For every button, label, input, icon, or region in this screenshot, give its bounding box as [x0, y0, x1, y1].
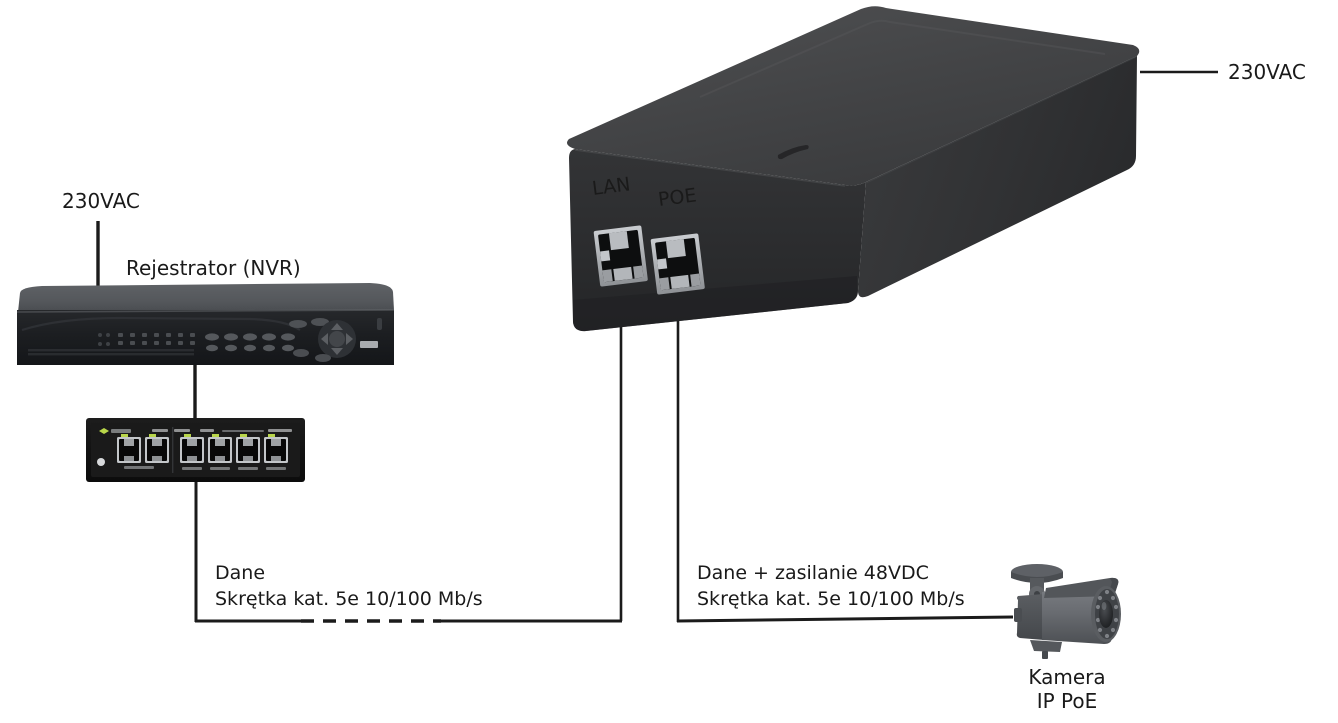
- injector-top-face: [567, 6, 1140, 186]
- poe-injector-device: LAN POE: [567, 6, 1140, 332]
- nvr-power-indicator: [377, 318, 382, 330]
- label-camera-line2: IP PoE: [1037, 689, 1098, 713]
- label-nvr-title: Rejestrator (NVR): [126, 256, 301, 280]
- nvr-aux-buttons: [293, 349, 331, 362]
- ip-camera-device: [1011, 564, 1121, 659]
- nvr-button-row-right: [205, 333, 295, 352]
- label-link-left-line2: Skrętka kat. 5e 10/100 Mb/s: [215, 588, 483, 610]
- label-nvr-mains: 230VAC: [62, 189, 140, 213]
- nvr-top-panel: [18, 283, 394, 312]
- camera-mount-base-side: [1011, 572, 1063, 583]
- camera-cable-gland: [1014, 608, 1022, 622]
- switch-poe-ports[interactable]: [180, 434, 288, 463]
- switch-uplink-label: [124, 466, 154, 469]
- injector-port-label-lan: LAN: [591, 173, 632, 200]
- camera-lens-glint: [1101, 602, 1107, 610]
- label-link-left-line1: Dane: [215, 562, 265, 584]
- switch-uplink-ports[interactable]: [117, 434, 169, 463]
- nvr-front-groove: [21, 316, 301, 332]
- nvr-bevel: [16, 309, 395, 313]
- cable-poe-run: [676, 615, 1014, 623]
- label-camera-line1: Kamera: [1028, 665, 1105, 689]
- injector-seam: [574, 149, 846, 187]
- diagram-text-labels: 230VAC 230VAC Rejestrator (NVR) Dane Skr…: [62, 60, 1306, 713]
- rj45-port-lan[interactable]: [593, 225, 648, 287]
- rj45-port-poe[interactable]: [650, 233, 705, 295]
- nvr-vent-grille: [28, 349, 194, 356]
- nvr-device: [16, 283, 395, 365]
- label-injector-mains: 230VAC: [1228, 60, 1306, 84]
- nvr-indicator-lights: [98, 333, 110, 346]
- camera-bottom-bracket: [1030, 640, 1062, 652]
- switch-section-divider: [172, 427, 174, 473]
- switch-silkscreen: [152, 429, 292, 432]
- connection-lines: [96, 70, 1218, 623]
- injector-right-face: [858, 56, 1137, 298]
- injector-front-band: [573, 276, 857, 332]
- camera-rear-housing: [1016, 594, 1044, 640]
- switch-reset-button[interactable]: [97, 458, 105, 466]
- camera-bottom-screw: [1042, 651, 1048, 659]
- camera-lens: [1099, 600, 1113, 628]
- injector-seam-right: [865, 56, 1137, 184]
- camera-ir-leds: [1095, 589, 1119, 639]
- status-led-icon: [777, 145, 809, 160]
- label-link-right-line2: Skrętka kat. 5e 10/100 Mb/s: [697, 588, 965, 610]
- nvr-navigation-pad[interactable]: [318, 320, 356, 358]
- switch-port-numbers: [182, 467, 286, 470]
- injector-port-label-poe: POE: [657, 184, 698, 211]
- nvr-usb-port: [360, 341, 378, 348]
- injector-top-highlight: [699, 19, 1106, 98]
- nvr-button-row: [118, 333, 195, 345]
- switch-brand-logo: [99, 428, 131, 434]
- nvr-shoulder-buttons: [289, 318, 329, 328]
- label-link-right-line1: Dane + zasilanie 48VDC: [697, 562, 929, 584]
- poe-switch-device: [86, 418, 305, 482]
